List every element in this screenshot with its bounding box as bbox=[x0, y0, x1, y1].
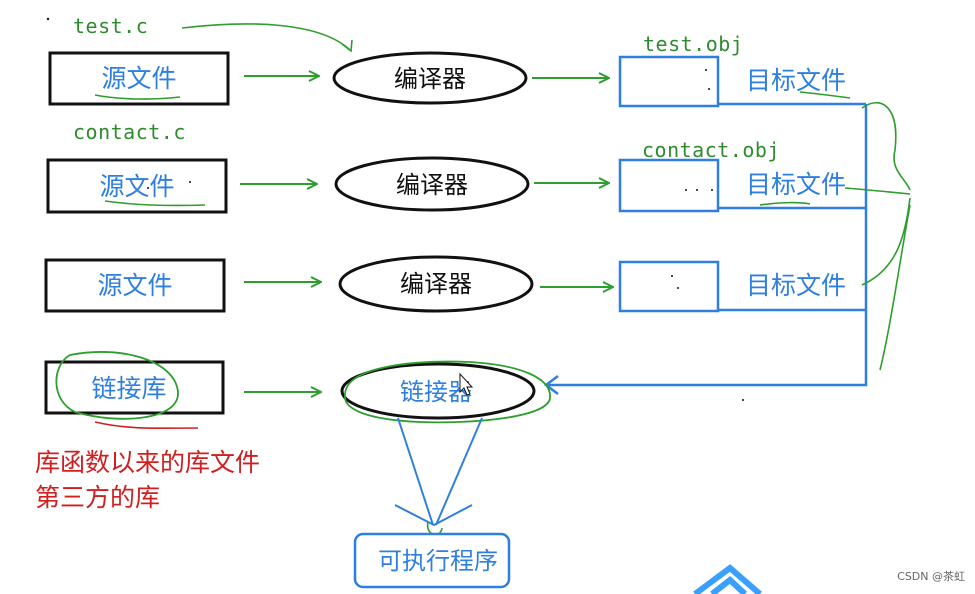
source-label-3: 源文件 bbox=[97, 271, 172, 300]
obj-box-2 bbox=[618, 158, 720, 213]
compiler-label-3: 编译器 bbox=[400, 270, 472, 298]
target-label-1: 目标文件 bbox=[746, 66, 846, 95]
compiler-ellipse-1 bbox=[332, 51, 528, 105]
brace-middle bbox=[844, 187, 911, 195]
exe-line-right bbox=[435, 417, 483, 526]
brace-top bbox=[861, 102, 911, 191]
note-line-2: 第三方的库 bbox=[35, 483, 161, 512]
source-label-2: 源文件 bbox=[99, 172, 174, 201]
obj2-underline bbox=[759, 201, 811, 206]
linker-to-exe bbox=[394, 417, 483, 527]
library-red-underline bbox=[94, 421, 199, 430]
watermark: CSDN @茶虹 bbox=[897, 570, 965, 583]
label-test-c: test.c bbox=[73, 14, 149, 38]
linker-ellipse bbox=[340, 362, 536, 420]
source-box-1 bbox=[48, 51, 230, 106]
note-line-1: 库函数以来的库文件 bbox=[35, 448, 261, 477]
source-box-3 bbox=[44, 258, 226, 313]
library-circle bbox=[55, 351, 179, 420]
exe-arrowhead bbox=[394, 504, 473, 527]
test-c-arrowhead bbox=[341, 39, 353, 53]
connector-bus bbox=[548, 104, 868, 387]
underline-2 bbox=[104, 200, 206, 207]
brace-bottom bbox=[861, 197, 911, 286]
library-box bbox=[44, 360, 225, 415]
stray-dots bbox=[46, 17, 744, 401]
partial-blue-shape bbox=[693, 564, 762, 594]
library-label: 链接库 bbox=[91, 374, 166, 403]
compiler-label-1: 编译器 bbox=[394, 65, 466, 93]
linker-circle bbox=[344, 360, 551, 424]
source-label-1: 源文件 bbox=[101, 64, 176, 93]
hand-annotations bbox=[181, 23, 911, 371]
compiler-ellipse-2 bbox=[334, 156, 530, 212]
source-box-2 bbox=[46, 158, 228, 214]
label-test-obj: test.obj bbox=[643, 32, 744, 56]
row-2: 源文件 编译器 目标文件 bbox=[46, 156, 846, 214]
target-label-3: 目标文件 bbox=[746, 271, 846, 300]
underline-1 bbox=[94, 94, 181, 100]
obj1-underline bbox=[799, 91, 851, 99]
cursor-icon bbox=[459, 372, 474, 396]
row-3: 源文件 编译器 目标文件 bbox=[44, 255, 846, 313]
obj-box-1 bbox=[618, 55, 720, 108]
compiler-ellipse-3 bbox=[338, 255, 534, 313]
exe-line-left bbox=[397, 417, 434, 526]
link-row: 链接库 链接器 bbox=[44, 351, 551, 430]
row-1: 源文件 编译器 目标文件 bbox=[48, 51, 846, 108]
obj-box-3 bbox=[618, 260, 720, 313]
brace-long bbox=[879, 204, 911, 371]
executable-label: 可执行程序 bbox=[378, 547, 498, 575]
label-contact-c: contact.c bbox=[73, 120, 186, 144]
test-c-arrow bbox=[181, 23, 351, 51]
compiler-label-2: 编译器 bbox=[396, 171, 468, 199]
target-label-2: 目标文件 bbox=[746, 170, 846, 199]
executable-box bbox=[353, 532, 511, 589]
label-contact-obj: contact.obj bbox=[642, 138, 780, 162]
